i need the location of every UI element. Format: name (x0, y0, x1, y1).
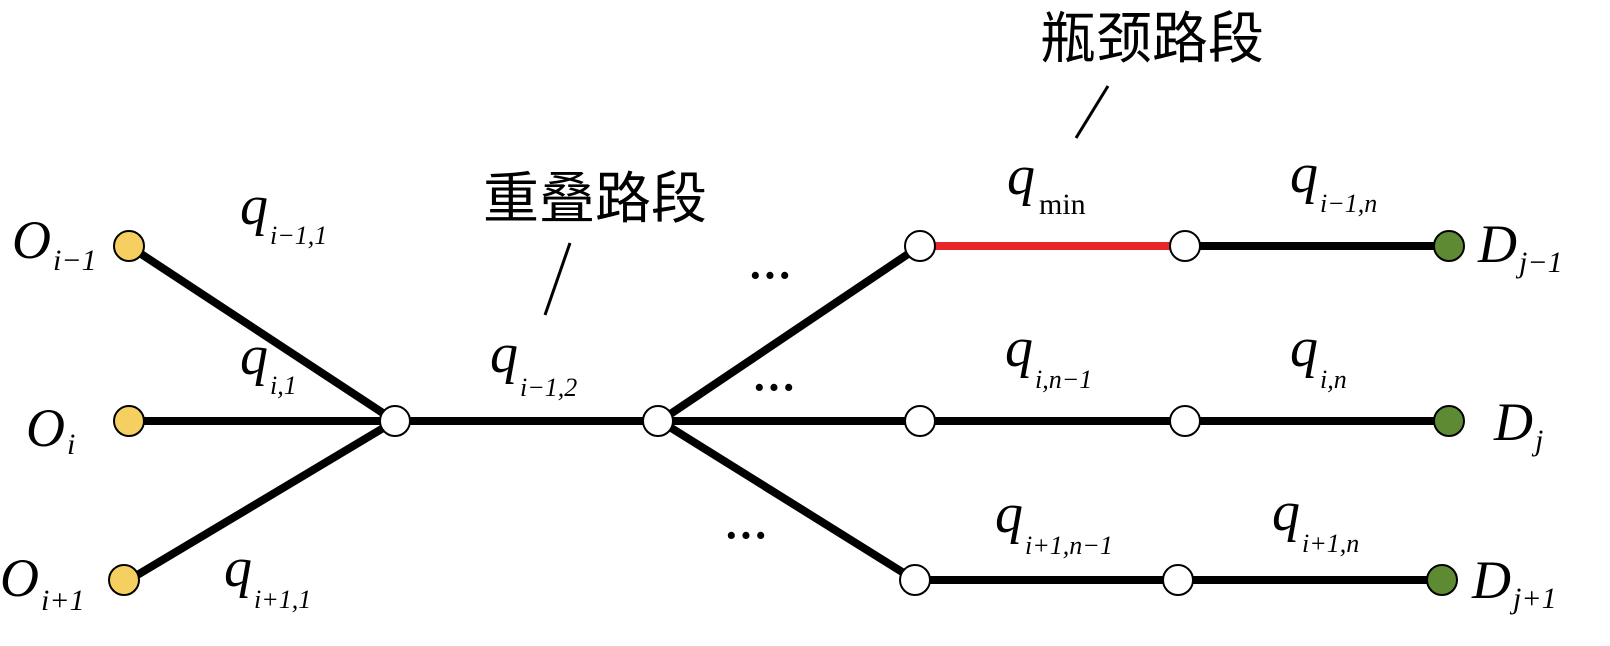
flow-label-q-i-plus1-n: qi+1,n (1272, 481, 1359, 558)
junction-node-bottom-2 (1162, 564, 1194, 596)
merge-junction-node (379, 405, 411, 437)
ellipsis-lower: ··· (724, 511, 768, 560)
flow-label-q-i-minus1-n: qi−1,n (1290, 143, 1377, 218)
destination-label-top: Dj−1 (1477, 214, 1563, 279)
flow-label-q-i-1: qi,1 (240, 325, 297, 400)
origin-node-top (113, 230, 145, 262)
destination-label-middle: Dj (1493, 392, 1543, 457)
flow-label-q-i-n-minus1: qi,n−1 (1005, 317, 1092, 394)
flow-label-q-i-plus1-1: qi+1,1 (224, 537, 311, 614)
origin-label-middle: Oi (26, 398, 75, 461)
origin-label-top: Oi−1 (12, 210, 97, 277)
split-junction-node (642, 405, 674, 437)
bottleneck-callout-leader (1074, 85, 1110, 139)
junction-node-top-2 (1169, 230, 1201, 262)
destination-node-bottom (1426, 564, 1458, 596)
destination-node-top (1433, 230, 1465, 262)
overlap-segment-callout: 重叠路段 (483, 167, 707, 232)
bottleneck-segment-callout: 瓶颈路段 (1040, 7, 1264, 72)
junction-node-bottom-1 (899, 564, 931, 596)
overlap-callout-leader (543, 242, 572, 316)
junction-node-middle-2 (1169, 405, 1201, 437)
edge-split-to-top (656, 242, 924, 425)
edge-origin-bottom-to-merge (125, 417, 399, 584)
junction-node-middle-1 (904, 405, 936, 437)
junction-node-top-1 (904, 230, 936, 262)
destination-label-bottom: Dj+1 (1471, 550, 1557, 615)
origin-label-bottom: Oi+1 (0, 548, 85, 617)
flow-label-q-i-plus1-n-minus1: qi+1,n−1 (995, 483, 1113, 560)
ellipsis-middle: ··· (752, 363, 796, 412)
edge-origin-top-to-merge (125, 242, 399, 425)
origin-node-bottom (108, 564, 140, 596)
edge-split-to-bottom (656, 417, 919, 584)
ellipsis-upper: ··· (748, 251, 792, 300)
flow-label-q-i-minus1-1: qi−1,1 (240, 175, 327, 250)
destination-node-middle (1433, 405, 1465, 437)
origin-node-middle (113, 405, 145, 437)
flow-label-q-i-n: qi,n (1290, 317, 1347, 394)
flow-label-q-i-minus1-2: qi−1,2 (490, 323, 577, 402)
